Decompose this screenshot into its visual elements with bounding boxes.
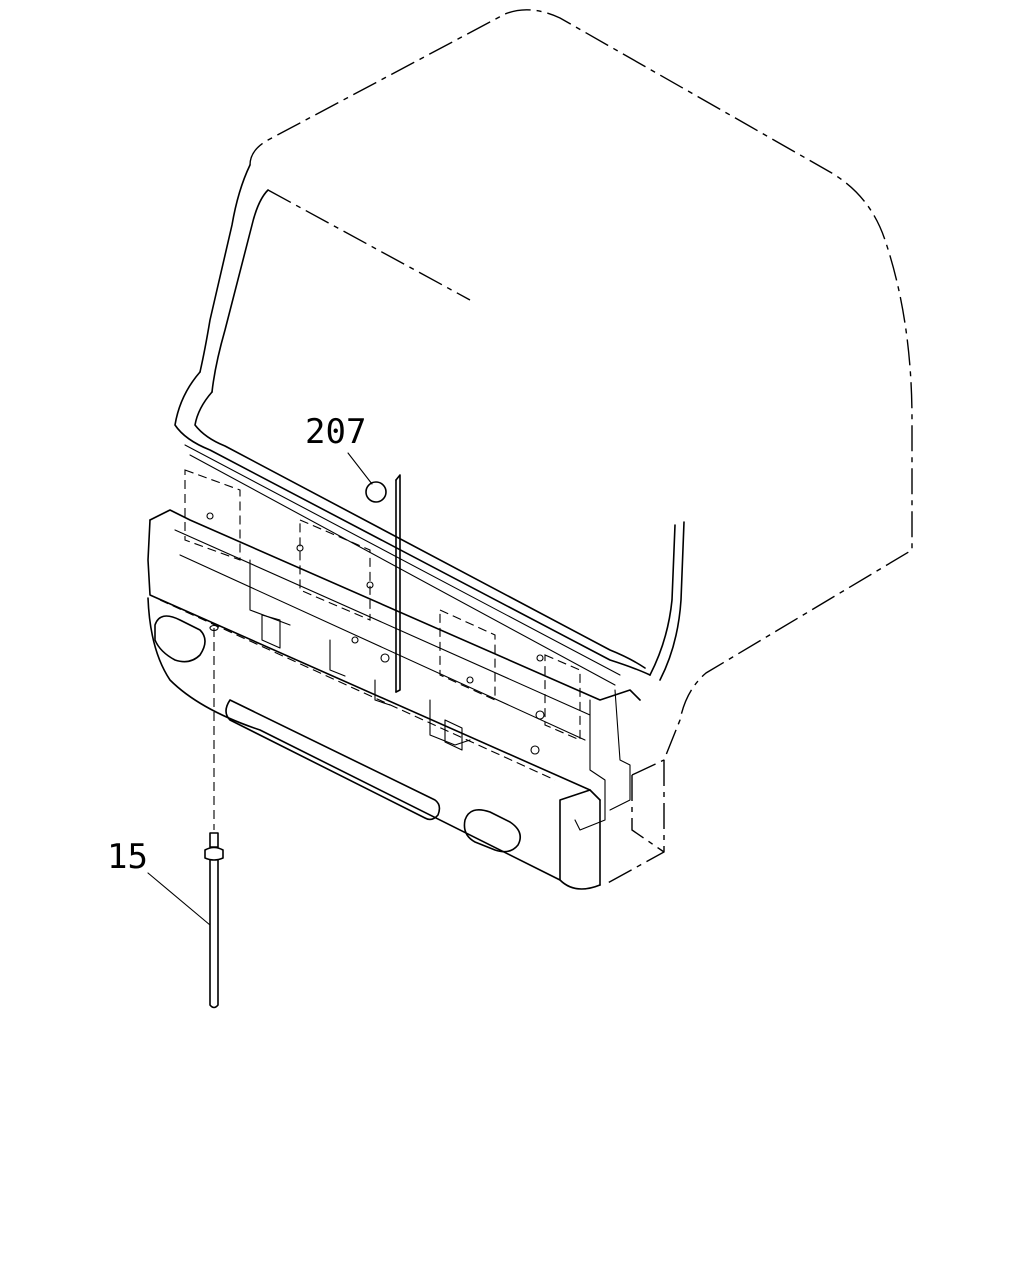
leader-line-207 xyxy=(347,452,373,485)
leader-line-15 xyxy=(147,872,211,926)
front-panel-frame xyxy=(147,469,641,831)
cab-outline xyxy=(199,9,913,886)
front-grille-panel xyxy=(147,597,601,890)
part-207-clip xyxy=(365,474,401,693)
part-15-rod xyxy=(204,624,224,1009)
windshield-frame xyxy=(174,371,685,686)
callout-15: 15 xyxy=(107,837,148,877)
callout-207: 207 xyxy=(305,412,366,452)
